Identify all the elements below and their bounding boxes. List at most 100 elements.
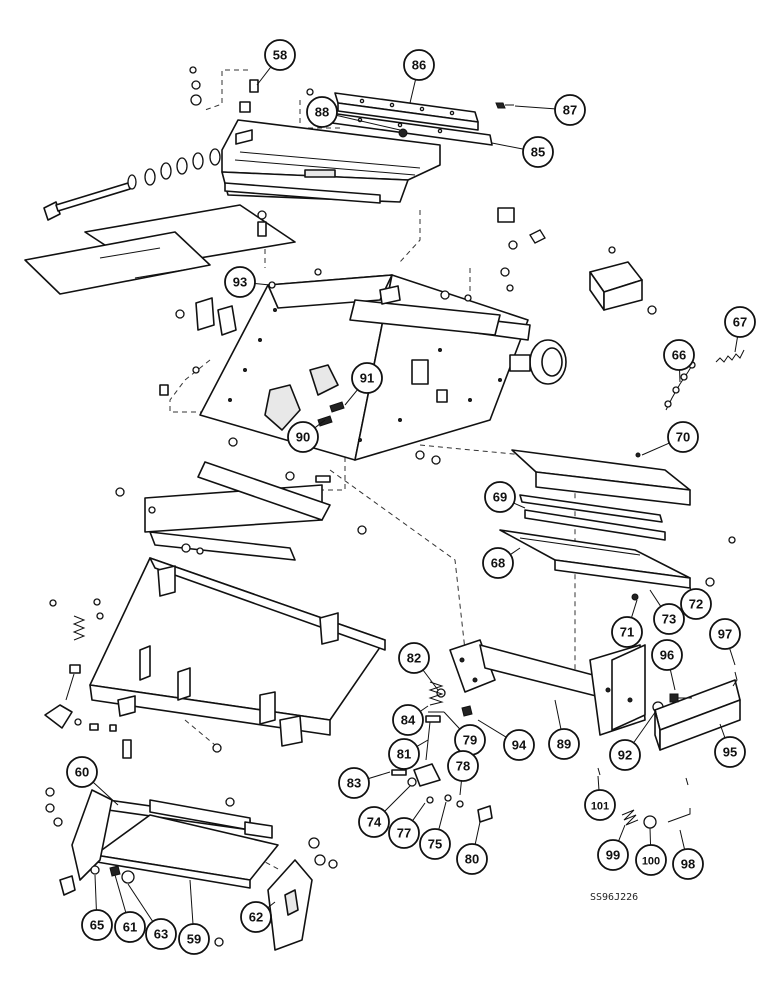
callout-circle [66, 756, 98, 788]
callout-number: 63 [154, 927, 168, 942]
shield-right-62 [267, 859, 313, 951]
callout-circle [482, 547, 514, 579]
callout-number: 85 [531, 145, 545, 160]
callout-number: 71 [620, 625, 634, 640]
leader-line-84 [420, 705, 429, 712]
callout-circle [522, 136, 554, 168]
callout-circle [264, 39, 296, 71]
callout-78: 78 [447, 750, 479, 782]
callout-number: 89 [557, 737, 571, 752]
shield-left [59, 789, 113, 896]
leader-line-75 [438, 801, 447, 830]
callout-number: 82 [407, 651, 421, 666]
callout-circle [388, 817, 420, 849]
callout-66: 66 [663, 339, 695, 371]
callout-77: 77 [388, 817, 420, 849]
callout-number: 86 [412, 58, 426, 73]
callout-72: 72 [680, 588, 712, 620]
leader-line-81 [416, 739, 429, 747]
callout-circle [714, 736, 746, 768]
callout-number: 88 [315, 105, 329, 120]
callout-number: 75 [428, 837, 442, 852]
callout-75: 75 [419, 828, 451, 860]
callout-97: 97 [709, 618, 741, 650]
callout-number: 80 [465, 852, 479, 867]
callout-circle [611, 616, 643, 648]
leader-line-91 [344, 389, 358, 406]
callout-circle [306, 96, 338, 128]
callout-circle [709, 618, 741, 650]
callout-circle [224, 266, 256, 298]
callout-number: 94 [512, 738, 527, 753]
leader-line-95 [719, 723, 726, 739]
callout-number: 60 [75, 765, 89, 780]
leader-line-82 [422, 669, 439, 691]
callout-number: 74 [367, 815, 382, 830]
leader-line-61 [114, 874, 127, 913]
callout-circle [388, 738, 420, 770]
callout-circle [456, 843, 488, 875]
callout-circle [663, 339, 695, 371]
leader-line-85 [491, 142, 524, 150]
callout-89: 89 [548, 728, 580, 760]
lower-housing [89, 557, 386, 747]
callout-number: 67 [733, 315, 747, 330]
nut-88 [398, 128, 408, 138]
callout-80: 80 [456, 843, 488, 875]
leader-line-71 [630, 599, 638, 618]
leader-line-94 [477, 719, 507, 738]
wear-plates-left [24, 204, 296, 295]
callout-circle [358, 806, 390, 838]
callout-number: 101 [591, 801, 609, 813]
callout-74: 74 [358, 806, 390, 838]
bottom-hardware [45, 787, 338, 947]
callout-86: 86 [403, 49, 435, 81]
plate-top-right [511, 449, 691, 506]
callout-62: 62 [240, 901, 272, 933]
callout-87: 87 [554, 94, 586, 126]
spring-column [391, 681, 493, 823]
callout-73: 73 [653, 603, 685, 635]
callout-85: 85 [522, 136, 554, 168]
callout-circle [653, 603, 685, 635]
leader-line-67 [734, 336, 739, 353]
spring-67 [715, 349, 745, 363]
callout-circle [554, 94, 586, 126]
callout-circle [338, 767, 370, 799]
callout-circle [651, 639, 683, 671]
callout-circle [447, 750, 479, 782]
top-feed-plate [221, 119, 515, 223]
callout-number: 78 [456, 759, 470, 774]
leader-line-73 [649, 589, 662, 607]
callout-79: 79 [454, 724, 486, 756]
callout-number: 92 [618, 748, 632, 763]
leader-line-79 [443, 711, 461, 730]
callout-circle [635, 844, 667, 876]
callout-94: 94 [503, 729, 535, 761]
bracket-95 [654, 679, 741, 751]
callout-number: 61 [123, 920, 137, 935]
leader-line-89 [554, 699, 562, 730]
callout-circle [548, 728, 580, 760]
callout-circle [503, 729, 535, 761]
callout-number: 66 [672, 348, 686, 363]
main-housing [195, 274, 567, 461]
callout-number: 73 [662, 612, 676, 627]
callout-70: 70 [667, 421, 699, 453]
hardware-96-97 [669, 671, 738, 703]
leader-line-83 [368, 771, 391, 780]
callout-63: 63 [145, 918, 177, 950]
callout-number: 84 [401, 713, 416, 728]
callout-number: 72 [689, 597, 703, 612]
callout-number: 59 [187, 932, 201, 947]
left-spring-assembly [44, 598, 222, 759]
top-strip-86 [334, 92, 479, 131]
leader-line-78 [459, 780, 462, 796]
callout-101: 101 [584, 789, 616, 821]
leader-line-58 [256, 66, 272, 86]
callout-number: 100 [642, 856, 660, 868]
leader-line-70 [641, 442, 670, 456]
callout-65: 65 [81, 909, 113, 941]
leader-line-97 [729, 648, 736, 666]
